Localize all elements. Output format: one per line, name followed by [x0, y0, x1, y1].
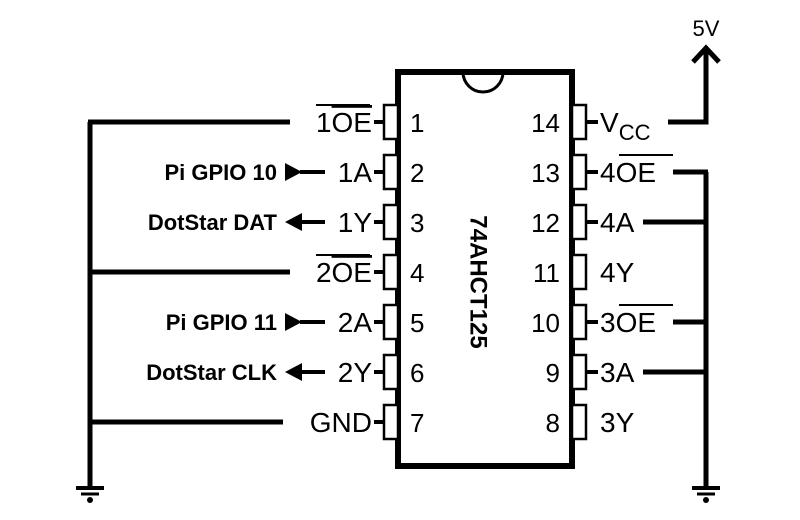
ground-icon — [76, 486, 104, 503]
signal-label: DotStar DAT — [148, 210, 278, 235]
ground-icon — [692, 486, 720, 503]
pin-5: 5 2A Pi GPIO 11 — [166, 303, 424, 341]
right-ground-bus — [643, 169, 720, 503]
input-arrow-icon — [285, 163, 302, 181]
pin-box — [570, 253, 588, 291]
signal-label: Pi GPIO 10 — [165, 160, 278, 185]
pin-2: 2 1A Pi GPIO 10 — [165, 153, 424, 191]
pin-name-overbar: OE — [332, 257, 372, 288]
wire-vcc — [668, 50, 709, 125]
pin-1: 1 1OE — [316, 103, 424, 141]
pin-number: 9 — [546, 358, 560, 388]
pin-number: 10 — [531, 308, 560, 338]
pin-11: 11 4Y — [533, 253, 635, 291]
right-pin-group: 14 VCC 13 4OE 12 4A 11 4Y 10 3OE 9 3A 8 3Y — [531, 103, 673, 441]
pin-box — [570, 203, 588, 241]
pin-box — [382, 103, 400, 141]
up-arrow-icon — [691, 44, 721, 64]
pin-number: 1 — [410, 108, 424, 138]
pin-name: 3Y — [600, 407, 635, 438]
pin-6: 6 2Y DotStar CLK — [146, 353, 424, 391]
pin-3: 3 1Y DotStar DAT — [148, 203, 424, 241]
signal-label: Pi GPIO 11 — [166, 310, 277, 335]
output-arrow-icon — [285, 363, 302, 381]
pin-name: 4OE — [600, 157, 656, 188]
pin-10: 10 3OE — [531, 303, 673, 341]
pin-number: 4 — [410, 258, 424, 288]
pin-name: 2Y — [338, 357, 373, 388]
pin-4: 4 2OE — [316, 253, 424, 291]
signal-label: DotStar CLK — [146, 360, 277, 385]
pin-name: 1OE — [316, 107, 372, 138]
pin-number: 5 — [410, 308, 424, 338]
pin-box — [570, 353, 588, 391]
output-arrow-icon — [285, 213, 302, 231]
pin-8: 8 3Y — [546, 403, 635, 441]
power-5v: 5V — [668, 16, 721, 125]
pin-box — [570, 403, 588, 441]
pin-name: 4A — [600, 207, 635, 238]
pin-name-overbar: OE — [332, 107, 372, 138]
left-pin-group: 1 1OE 2 1A Pi GPIO 10 3 1Y DotStar DAT 4 2OE 5 2A Pi… — [146, 103, 424, 441]
pin-12: 12 4A — [531, 203, 635, 241]
pin-box — [382, 153, 400, 191]
pin-7: 7 GND — [310, 403, 424, 441]
pin-name: 4Y — [600, 257, 635, 288]
pin-number: 12 — [531, 208, 560, 238]
pin-14: 14 VCC — [531, 103, 651, 145]
ic-chip: 74AHCT125 — [395, 69, 575, 469]
left-ground-bus — [76, 119, 290, 503]
pin-number: 13 — [531, 158, 560, 188]
pin-box — [382, 353, 400, 391]
pin-name: VCC — [600, 107, 651, 145]
pin-name: 1Y — [338, 207, 373, 238]
pin-number: 14 — [531, 108, 560, 138]
pin-box — [570, 103, 588, 141]
pin-name: GND — [310, 407, 372, 438]
pin-box — [570, 303, 588, 341]
pin-number: 7 — [410, 408, 424, 438]
input-arrow-icon — [285, 313, 302, 331]
pin-number: 6 — [410, 358, 424, 388]
pin-box — [570, 153, 588, 191]
ic-notch — [461, 71, 505, 94]
pin-name: 2OE — [316, 257, 372, 288]
pin-number: 11 — [533, 258, 560, 288]
pin-name: 3A — [600, 357, 635, 388]
pin-number: 8 — [546, 408, 560, 438]
pin-box — [382, 403, 400, 441]
pin-name: 1A — [338, 157, 373, 188]
pin-9: 9 3A — [546, 353, 635, 391]
pin-13: 13 4OE — [531, 153, 673, 191]
pin-number: 3 — [410, 208, 424, 238]
pin-box — [382, 253, 400, 291]
power-label: 5V — [693, 16, 720, 41]
pin-box — [382, 203, 400, 241]
pin-name: 3OE — [600, 307, 656, 338]
pin-box — [382, 303, 400, 341]
ic-part-number: 74AHCT125 — [465, 215, 492, 348]
pin-name: 2A — [338, 307, 373, 338]
pin-number: 2 — [410, 158, 424, 188]
